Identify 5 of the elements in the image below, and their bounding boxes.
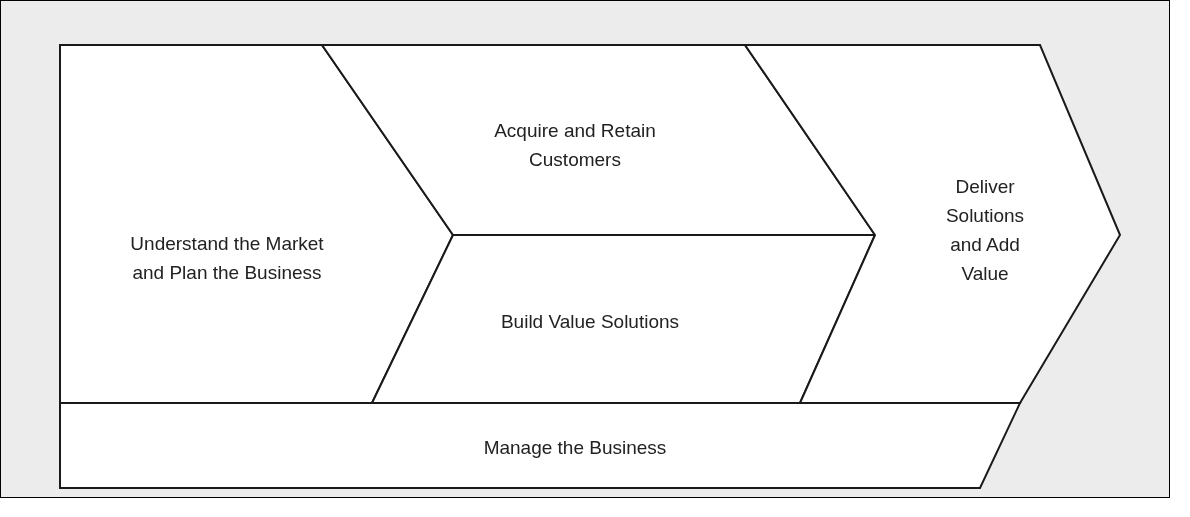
- stage-label: Manage the Business: [482, 435, 668, 460]
- stage-label: Deliver Solutions and Add Value: [944, 175, 1026, 286]
- stage-label: Understand the Market and Plan the Business: [129, 232, 325, 285]
- stage-label: Acquire and Retain Customers: [493, 119, 657, 172]
- stage-label: Build Value Solutions: [499, 309, 681, 334]
